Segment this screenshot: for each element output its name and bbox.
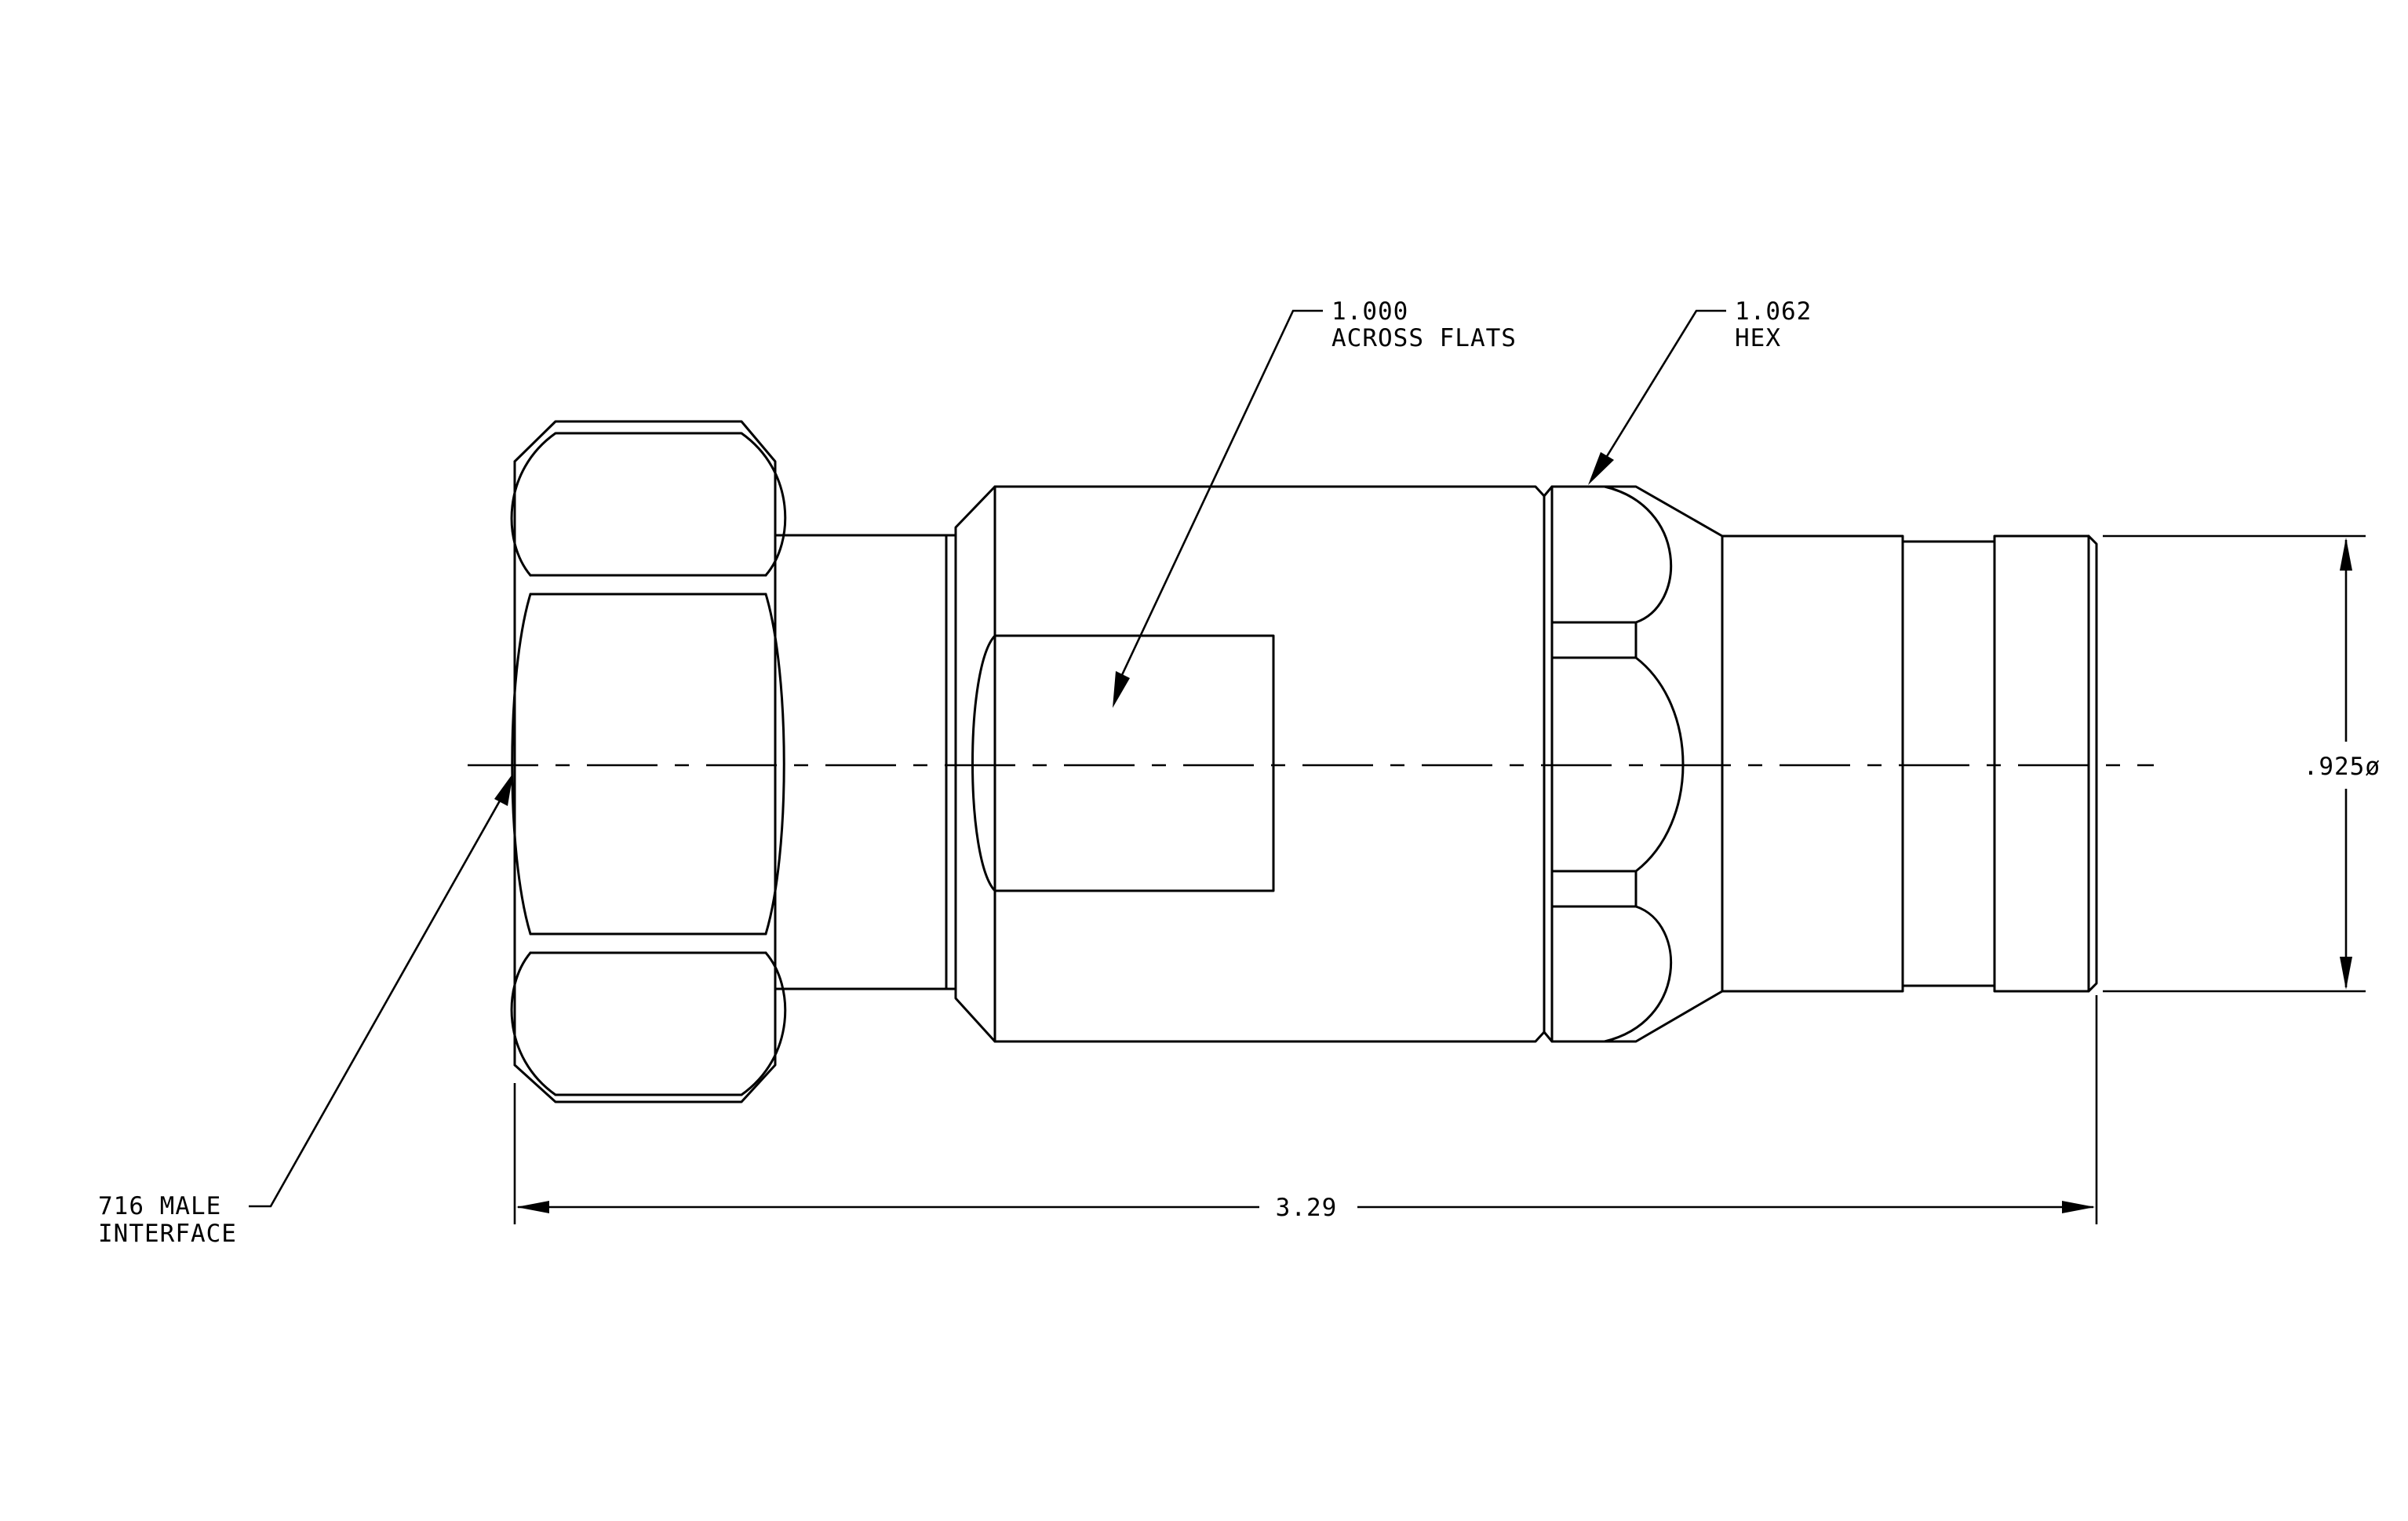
hex-section <box>1543 485 1724 1043</box>
across-flats-value: 1.000 <box>1332 297 1408 326</box>
length-label: 3.29 <box>1276 1194 1338 1222</box>
length-dimension <box>513 995 2098 1224</box>
across-flats-leader <box>1113 309 1323 708</box>
interface-label-line1: 716 MALE <box>98 1192 221 1220</box>
cable-end <box>1721 534 2098 993</box>
across-flats-label: ACROSS FLATS <box>1332 324 1517 352</box>
hex-value: 1.062 <box>1735 297 1812 326</box>
coupling-nut <box>510 420 787 1103</box>
main-body <box>954 485 1546 1043</box>
neck-section <box>774 534 957 990</box>
diameter-label: .925ø <box>2304 753 2381 781</box>
interface-label-line2: INTERFACE <box>98 1220 237 1248</box>
hex-label: HEX <box>1735 324 1781 352</box>
hex-leader <box>1588 309 1726 485</box>
interface-leader <box>249 773 513 1208</box>
diameter-dimension <box>2103 534 2366 993</box>
